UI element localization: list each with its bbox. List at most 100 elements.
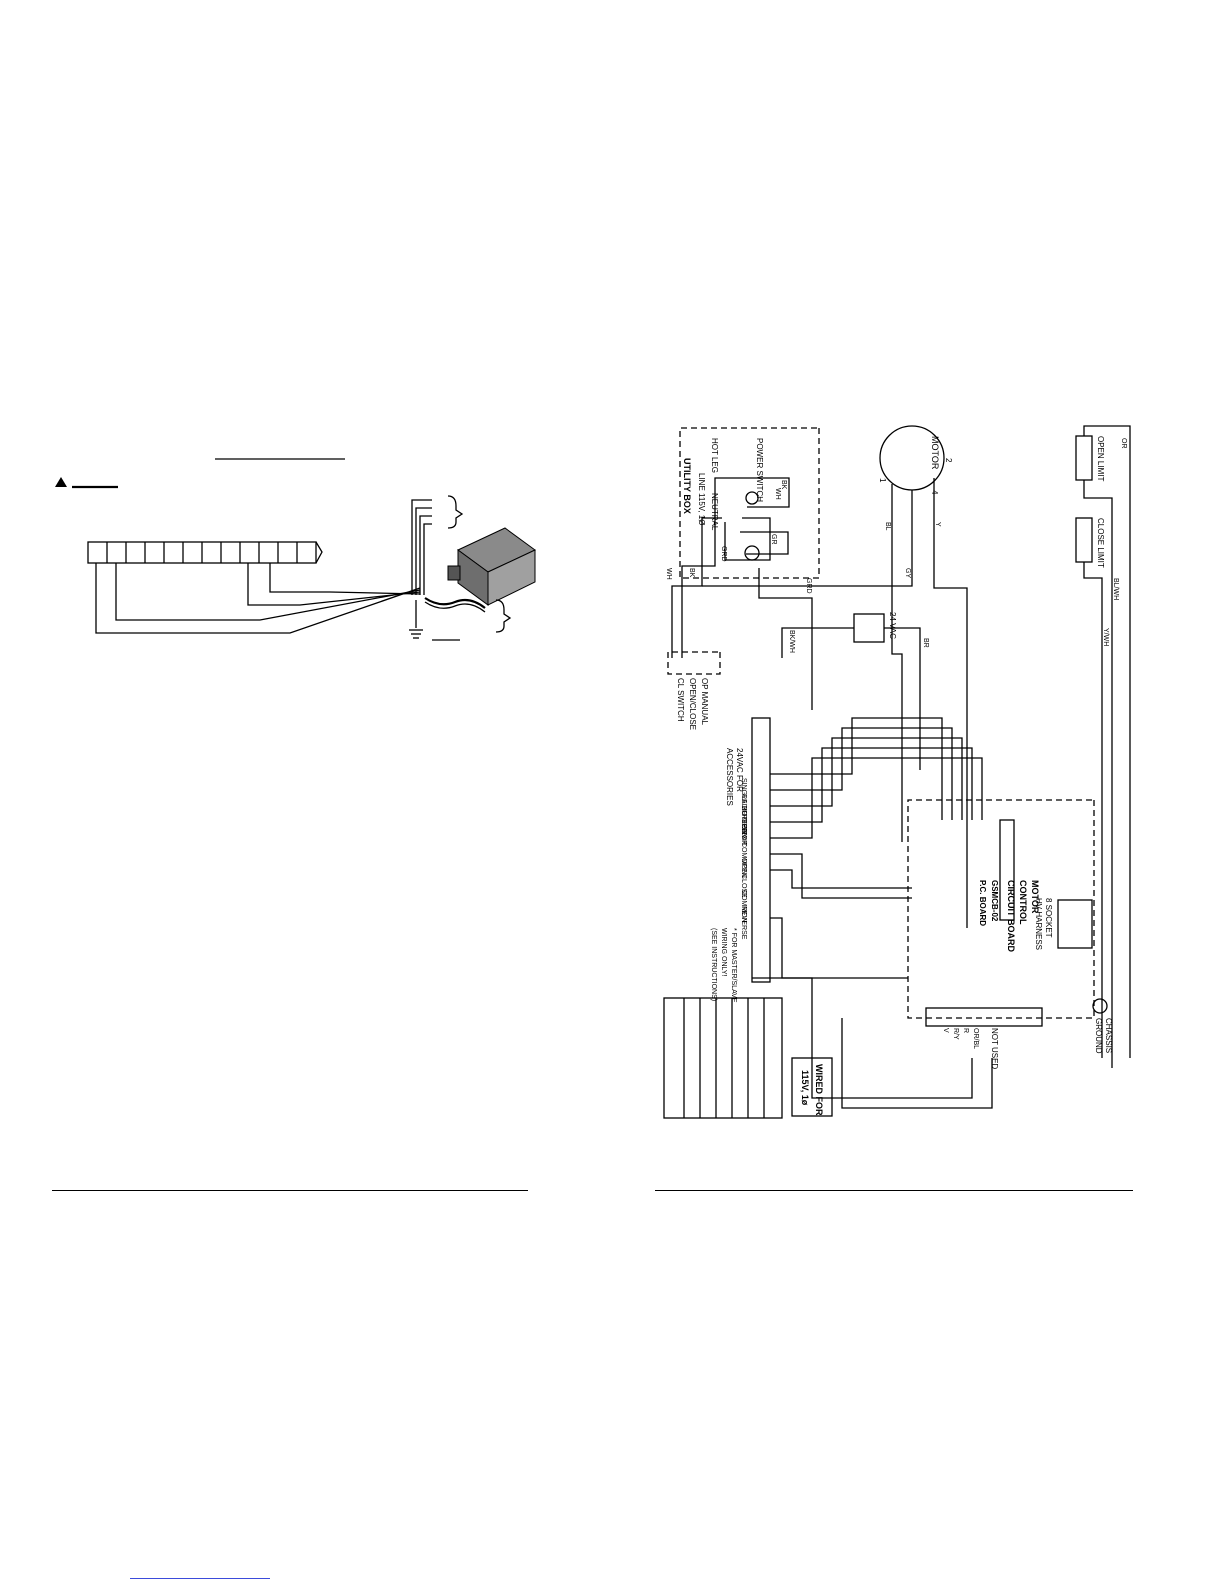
line-voltage-label: LINE 115V, 1Ø bbox=[697, 473, 706, 525]
left-page-footer-rule bbox=[52, 1190, 528, 1191]
wire-bk-1: BK bbox=[780, 480, 787, 490]
wired-for-box: WIRED FOR 115V, 1ø bbox=[791, 1057, 833, 1117]
wire-4 bbox=[269, 563, 421, 595]
lower-loop bbox=[841, 1018, 993, 1109]
wired-for-line1: WIRED FOR bbox=[814, 1064, 824, 1116]
master-slave-line3: (SEE INSTRUCTIONS) bbox=[710, 928, 717, 1001]
terminal-common-1: COMMON bbox=[740, 842, 747, 875]
wire-gr-1: GR bbox=[770, 534, 777, 545]
ywh-wire bbox=[1083, 562, 1103, 1058]
motor-gy-wire bbox=[702, 490, 913, 587]
warning-triangle-icon bbox=[55, 477, 67, 487]
power-switch-label: POWER SWITCH bbox=[755, 438, 764, 502]
grd-wire-out bbox=[758, 568, 813, 710]
wire-bl-1: BL bbox=[884, 522, 891, 531]
twisted-lead bbox=[424, 597, 486, 609]
transformer: 24 VAC bbox=[853, 612, 897, 643]
blwh-wire bbox=[1083, 480, 1113, 1068]
chassis-ground-icon bbox=[1092, 998, 1108, 1014]
wire-or-1: OR bbox=[1120, 438, 1127, 449]
open-limit-label: OPEN LIMIT bbox=[1096, 436, 1105, 481]
board-line3: CIRCUIT BOARD bbox=[1006, 880, 1016, 952]
bk-wire-out bbox=[681, 477, 742, 658]
signal-wire-5 bbox=[770, 757, 983, 839]
twisted-lead-2 bbox=[424, 601, 486, 613]
master-slave-line1: * FOR MASTER/SLAVE bbox=[730, 928, 737, 1003]
motor-y-wire bbox=[933, 478, 968, 928]
board-line1: MOTOR bbox=[1030, 880, 1040, 914]
wire-r-1: R bbox=[962, 1028, 969, 1033]
harness-line2: HV HARNESS bbox=[1034, 898, 1043, 950]
wire-wh-2: WH bbox=[665, 568, 672, 580]
utility-box-title: UTILITY BOX bbox=[682, 458, 692, 514]
br-wire-transformer bbox=[884, 627, 921, 770]
terminal-block bbox=[751, 717, 771, 983]
harness-socket bbox=[1057, 899, 1093, 949]
lead-b bbox=[415, 507, 432, 595]
harness-line1: 8 SOCKET bbox=[1044, 898, 1053, 938]
accessories-line2: ACCESSORIES bbox=[725, 748, 734, 806]
wire-1 bbox=[95, 563, 421, 634]
wire-y-1: Y bbox=[934, 522, 941, 527]
wire-3 bbox=[247, 563, 421, 606]
or-wire-limits bbox=[1083, 425, 1131, 1058]
wire-v-1: V bbox=[942, 1028, 949, 1033]
wire-blwh-1: BL/WH bbox=[1112, 578, 1119, 600]
motor-bl-wire bbox=[891, 484, 903, 842]
motor-label: MOTOR bbox=[930, 436, 940, 470]
manual-switch-line2: OPEN/CLOSE bbox=[688, 678, 697, 730]
lead-d bbox=[423, 523, 432, 595]
wiring-diagram: UTILITY BOX POWER SWITCH HOT LEG NEUTRAL… bbox=[663, 425, 1131, 1119]
wire-br-1: BR bbox=[922, 638, 929, 648]
lower-loop-2 bbox=[752, 977, 973, 1099]
bkwh-wire bbox=[781, 627, 854, 658]
wh-wire-utility bbox=[724, 517, 771, 561]
wire-ywh-1: Y/WH bbox=[1102, 628, 1109, 646]
chassis-ground-line2: GROUND bbox=[1094, 1018, 1103, 1054]
wire-bk-2: BK bbox=[688, 568, 695, 578]
wired-for-line2: 115V, 1ø bbox=[800, 1070, 810, 1106]
upper-brace bbox=[447, 495, 464, 529]
wire-bkwh-1: BK/WH bbox=[788, 630, 795, 653]
terminal-single-button: SINGLE BUTTON bbox=[740, 778, 747, 834]
lower-connector bbox=[925, 1007, 1043, 1027]
title-block bbox=[663, 997, 783, 1119]
left-detail-drawing bbox=[55, 458, 536, 641]
ground-screw-icon bbox=[744, 545, 760, 561]
wiring-diagram-container: UTILITY BOX POWER SWITCH HOT LEG NEUTRAL… bbox=[658, 418, 1142, 1126]
not-used-label: NOT USED bbox=[990, 1028, 999, 1069]
motor-terminal-1: 1 bbox=[878, 478, 887, 483]
signal-wire-7 bbox=[770, 869, 912, 889]
close-limit-switch: CLOSE LIMIT bbox=[1075, 517, 1105, 568]
right-page-footer-rule bbox=[655, 1190, 1133, 1191]
bk-wire-utility bbox=[742, 477, 790, 508]
ground-icon bbox=[409, 629, 423, 639]
manual-switch-line1: OP MANUAL bbox=[700, 678, 709, 726]
terminal-radio-open: RADIO OPEN bbox=[740, 794, 747, 838]
gr-wire-utility bbox=[740, 531, 789, 555]
wire-wh-1: WH bbox=[774, 488, 781, 500]
signal-wire-8 bbox=[770, 917, 908, 979]
wire-2 bbox=[115, 563, 421, 621]
lower-brace bbox=[495, 599, 512, 633]
signal-wire-1 bbox=[770, 717, 943, 820]
board-connector-10 bbox=[999, 819, 1015, 921]
board-line5: P.C. BOARD bbox=[978, 880, 987, 926]
close-limit-label: CLOSE LIMIT bbox=[1096, 518, 1105, 568]
motor: MOTOR 4 2 1 bbox=[878, 425, 953, 495]
lead-c bbox=[419, 515, 432, 595]
terminal-open: OPEN bbox=[740, 858, 747, 878]
terminal-stop: STOP bbox=[740, 826, 747, 845]
relay-module bbox=[447, 527, 536, 606]
wire-gy-1: GY bbox=[904, 568, 911, 578]
motor-control-board: MOTOR CONTROL CIRCUIT BOARD GSMCB-02 P.C… bbox=[907, 799, 1095, 1027]
wire-orbl-1: OR/BL bbox=[972, 1028, 979, 1049]
hot-leg-label: HOT LEG bbox=[710, 438, 719, 473]
terminal-strip bbox=[87, 541, 323, 564]
signal-wire-6 bbox=[770, 853, 912, 899]
board-line4: GSMCB-02 bbox=[990, 880, 999, 922]
signal-wire-2 bbox=[770, 727, 953, 820]
bottom-link-line[interactable] bbox=[130, 1578, 270, 1579]
signal-wire-4 bbox=[770, 747, 973, 823]
lead-a bbox=[411, 499, 432, 595]
